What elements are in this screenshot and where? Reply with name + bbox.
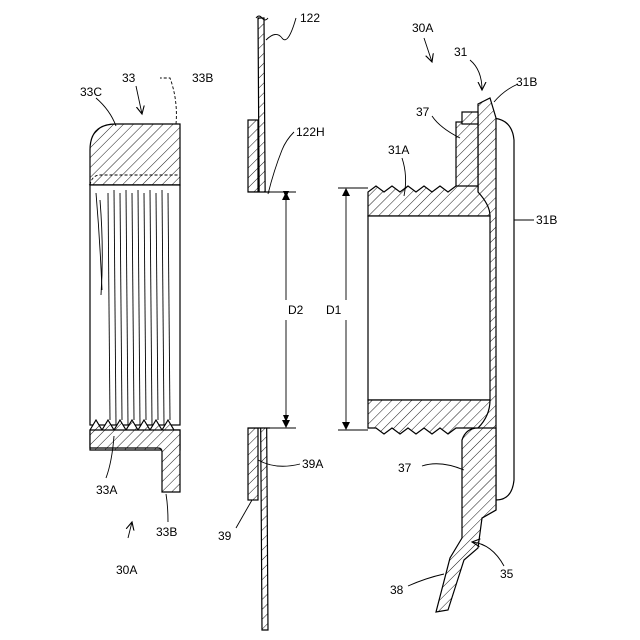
label-D1: D1 xyxy=(326,303,342,317)
label-30A-bottom: 30A xyxy=(116,563,137,577)
fitting-31 xyxy=(368,98,514,612)
dimension-d1 xyxy=(338,188,368,430)
label-37-top: 37 xyxy=(416,105,430,119)
label-33: 33 xyxy=(122,71,136,85)
label-33A: 33A xyxy=(96,483,117,497)
label-35: 35 xyxy=(500,567,514,581)
label-39A: 39A xyxy=(302,457,323,471)
label-31: 31 xyxy=(454,45,468,59)
label-122H: 122H xyxy=(296,125,325,139)
label-33B-bottom: 33B xyxy=(156,525,177,539)
label-37-bottom: 37 xyxy=(398,461,412,475)
label-38: 38 xyxy=(390,583,404,597)
nut-33 xyxy=(90,78,180,492)
label-30A-top: 30A xyxy=(412,21,433,35)
label-33B-top: 33B xyxy=(192,71,213,85)
plate-122 xyxy=(248,16,270,630)
label-33C: 33C xyxy=(80,85,102,99)
label-39: 39 xyxy=(218,529,232,543)
label-122: 122 xyxy=(300,11,320,25)
label-D2: D2 xyxy=(288,303,304,317)
label-31A: 31A xyxy=(388,143,409,157)
label-31B-top: 31B xyxy=(516,75,537,89)
label-31B-mid: 31B xyxy=(536,213,557,227)
